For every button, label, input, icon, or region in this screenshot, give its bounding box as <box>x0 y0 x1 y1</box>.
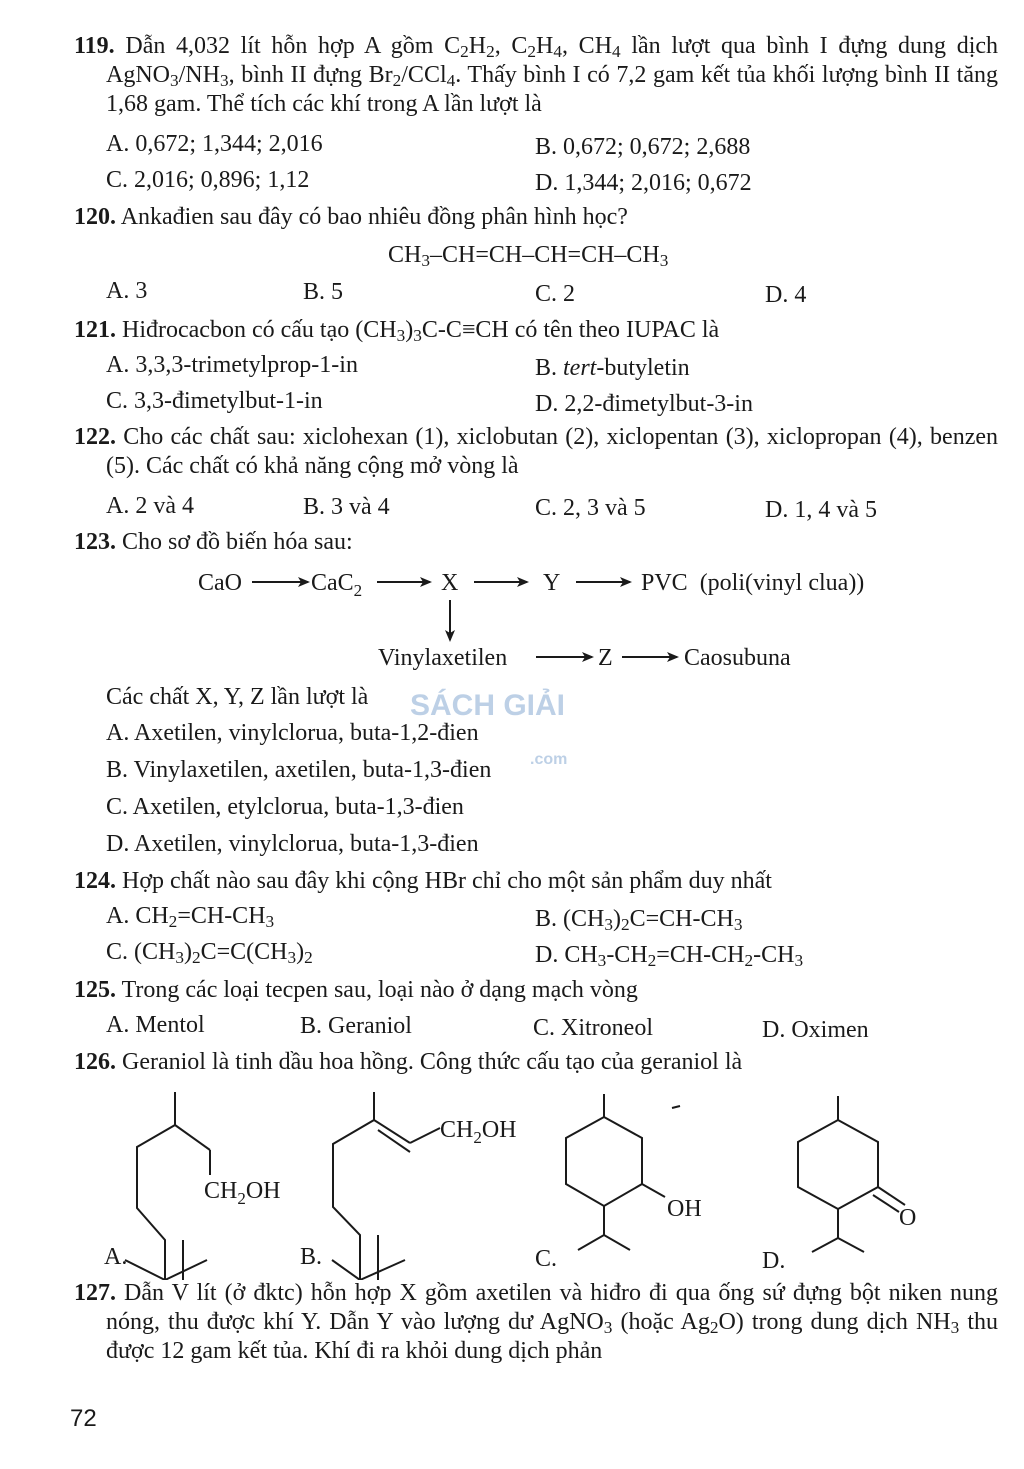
option-c: C. Axetilen, etylclorua, buta-1,3-đien <box>106 794 464 820</box>
question-number: 122. <box>74 424 116 450</box>
page-number: 72 <box>70 1405 97 1432</box>
option-c: C. (CH3)2C=C(CH3)2 <box>106 939 313 967</box>
option-a: A. 0,672; 1,344; 2,016 <box>106 131 323 157</box>
o-label: O <box>899 1205 916 1231</box>
question-119: 119. Dẫn 4,032 lít hỗn hợp A gồm C2H2, C… <box>74 33 999 117</box>
y-label: Y <box>543 570 560 596</box>
option-a: A. 2 và 4 <box>106 493 194 519</box>
question-number: 120. <box>74 204 116 230</box>
pvc-label: PVC (poli(vinyl clua)) <box>641 570 864 596</box>
question-123: 123. Cho sơ đồ biến hóa sau: <box>74 529 353 555</box>
x-label: X <box>441 570 458 596</box>
ch2oh-label: CH2OH <box>440 1117 517 1147</box>
option-b: B. Geraniol <box>300 1013 412 1039</box>
ch2oh-label: CH2OH <box>204 1178 281 1208</box>
structure-a: CH2OH A. <box>104 1092 281 1280</box>
label-c: C. <box>535 1246 557 1272</box>
question-number: 125. <box>74 977 116 1003</box>
option-b: B. 0,672; 0,672; 2,688 <box>535 134 751 160</box>
option-a: A. CH2=CH-CH3 <box>106 903 275 931</box>
option-c: C. 2,016; 0,896; 1,12 <box>106 167 310 193</box>
option-a: A. 3,3,3-trimetylprop-1-in <box>106 352 358 378</box>
structure-c: OH C. <box>535 1094 702 1272</box>
question-121: 121. Hiđrocacbon có cấu tạo (CH3)3C-C≡CH… <box>74 317 720 345</box>
question-number: 123. <box>74 529 116 555</box>
watermark-domain: .com <box>530 751 568 768</box>
question-127: 127. Dẫn V lít (ở đktc) hỗn hợp X gồm ax… <box>74 1280 999 1364</box>
option-d: D. 4 <box>765 282 807 308</box>
oh-label: OH <box>667 1196 702 1222</box>
question-number: 119. <box>74 33 115 59</box>
structure-d: O D. <box>762 1096 916 1274</box>
option-a: A. Axetilen, vinylclorua, buta-1,2-đien <box>106 720 479 746</box>
option-c: C. Xitroneol <box>533 1015 653 1041</box>
vinylaxetilen-label: Vinylaxetilen <box>378 645 507 671</box>
option-a: A. 3 <box>106 278 148 304</box>
option-c: C. 2 <box>535 281 576 307</box>
question-number: 127. <box>74 1280 116 1306</box>
option-d: D. CH3-CH2=CH-CH2-CH3 <box>535 942 804 970</box>
question-122: 122. Cho các chất sau: xiclohexan (1), x… <box>74 424 999 479</box>
watermark: SÁCH GIẢI .com <box>410 688 610 768</box>
geraniol-structures: CH2OH A. CH2OH B. OH C. <box>104 1092 916 1280</box>
option-c: C. 3,3-đimetylbut-1-in <box>106 388 323 414</box>
option-b: B. 5 <box>303 279 344 305</box>
question-number: 124. <box>74 868 116 894</box>
formula: CH3–CH=CH–CH=CH–CH3 <box>388 242 669 270</box>
caosubuna-label: Caosubuna <box>684 645 791 671</box>
label-a: A. <box>104 1244 127 1270</box>
watermark-text: SÁCH GIẢI <box>410 689 566 722</box>
option-d: D. Axetilen, vinylclorua, buta-1,3-đien <box>106 831 479 857</box>
option-a: A. Mentol <box>106 1012 205 1038</box>
question-120: 120. Ankađien sau đây có bao nhiêu đồng … <box>74 204 628 230</box>
option-d: D. 1, 4 và 5 <box>765 497 877 523</box>
label-d: D. <box>762 1248 785 1274</box>
question-126: 126. Geraniol là tinh dầu hoa hồng. Công… <box>74 1049 743 1075</box>
z-label: Z <box>598 645 613 671</box>
label-b: B. <box>300 1244 322 1270</box>
cac2-label: CaC2 <box>311 570 362 600</box>
question-125: 125. Trong các loại tecpen sau, loại nào… <box>74 977 638 1003</box>
question-number: 121. <box>74 317 116 343</box>
option-c: C. 2, 3 và 5 <box>535 495 646 521</box>
option-b: B. 3 và 4 <box>303 494 390 520</box>
question-124: 124. Hợp chất nào sau đây khi cộng HBr c… <box>74 868 772 894</box>
option-d: D. Oximen <box>762 1017 869 1043</box>
option-d: D. 2,2-đimetylbut-3-in <box>535 391 753 417</box>
structure-b: CH2OH B. <box>300 1092 517 1280</box>
reaction-scheme: CaO CaC2 X Y PVC (poli(vinyl clua)) Viny… <box>198 570 864 671</box>
option-b: B. Vinylaxetilen, axetilen, buta-1,3-đie… <box>106 757 492 783</box>
option-d: D. 1,344; 2,016; 0,672 <box>535 170 752 196</box>
option-b: B. (CH3)2C=CH-CH3 <box>535 906 743 934</box>
question-prompt: Các chất X, Y, Z lần lượt là <box>106 684 369 710</box>
cao-label: CaO <box>198 570 242 596</box>
question-number: 126. <box>74 1049 116 1075</box>
option-b: B. tert-butyletin <box>535 355 690 381</box>
